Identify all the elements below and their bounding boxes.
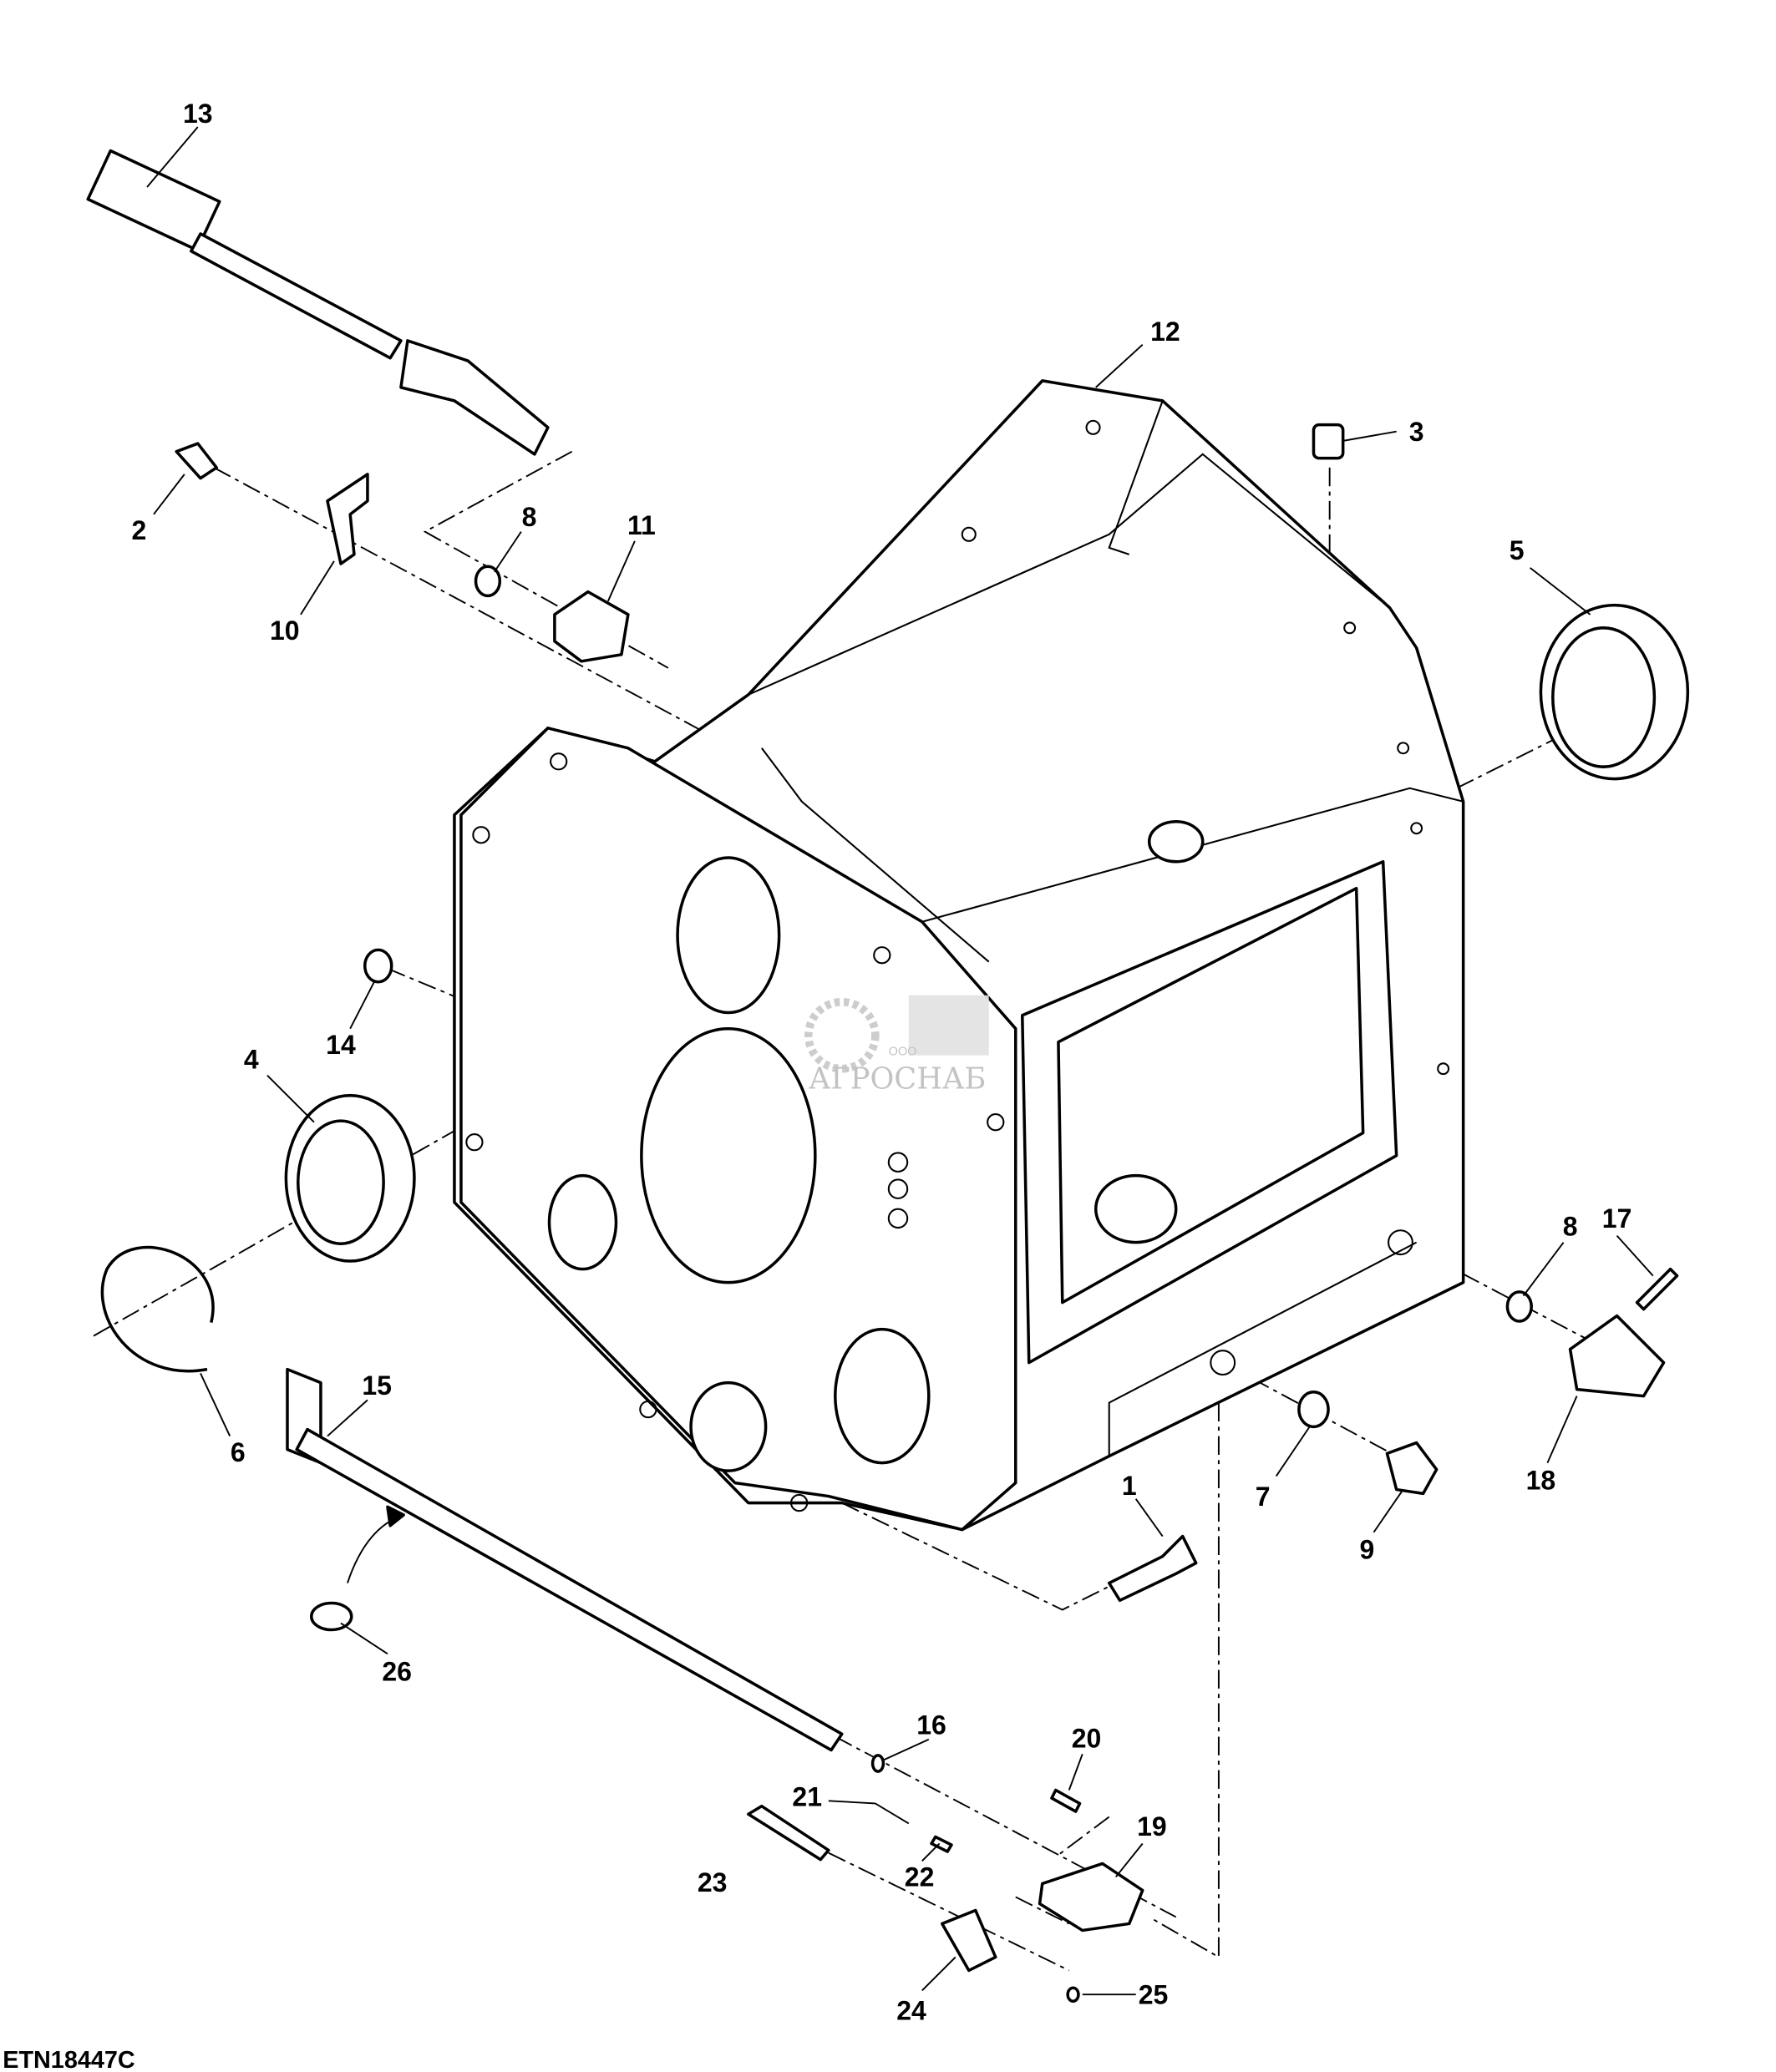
callout-14: 14: [326, 1030, 356, 1060]
part-3-plug: [1312, 423, 1345, 460]
callout-3: 3: [1409, 417, 1424, 447]
callout-23: 23: [698, 1867, 728, 1897]
leader-lines: [146, 126, 1654, 1996]
callout-19: 19: [1137, 1811, 1167, 1841]
part-16-ring: [870, 1754, 885, 1773]
callout-labels: 13 12 3 2 8 11 10 5 14 4 8 17 6 15 1 7 9…: [132, 99, 1632, 2025]
part-8-o-ring: [474, 565, 1533, 1429]
part-14-plug: [363, 948, 393, 984]
part-9-plug: [1385, 1441, 1439, 1496]
callout-22: 22: [905, 1862, 935, 1892]
part-1-bolt: [1107, 1534, 1198, 1603]
part-25-ring: [1066, 1986, 1080, 2003]
bolt-holes: [465, 419, 1450, 1512]
callout-8: 8: [522, 502, 537, 532]
watermark-prefix: ООО: [889, 1046, 917, 1059]
part-26-spring: [310, 1505, 405, 1632]
callout-11: 11: [627, 510, 656, 540]
part-11-guide: [553, 590, 630, 663]
callout-2: 2: [132, 515, 147, 545]
watermark-name: АГРОСНАБ: [809, 1062, 987, 1097]
part-19-lever: [1038, 1862, 1144, 1933]
callout-12: 12: [1150, 317, 1180, 347]
callout-26: 26: [382, 1656, 412, 1686]
callout-5: 5: [1510, 535, 1525, 565]
callout-20: 20: [1072, 1723, 1102, 1753]
callout-6: 6: [231, 1437, 246, 1467]
part-24-fork: [941, 1908, 997, 1973]
part-10-bracket: [326, 473, 369, 565]
callout-7: 7: [1256, 1482, 1271, 1512]
callout-21: 21: [792, 1782, 822, 1812]
callout-4: 4: [244, 1045, 259, 1075]
callout-24: 24: [896, 1996, 926, 2026]
part-18-lever: [1568, 1314, 1666, 1398]
transmission-housing: [453, 379, 1465, 1532]
figure-id: ETN18447C: [3, 2047, 134, 2072]
callout-18: 18: [1526, 1466, 1556, 1496]
watermark-logo: ООО АГРОСНАБ: [804, 995, 989, 1097]
part-13-sensor-harness: [86, 149, 550, 456]
part-21-22-pins: [875, 1802, 953, 1853]
part-17-pin: [1635, 1267, 1679, 1311]
part-6-snap-ring: [100, 1245, 215, 1373]
part-4-seal: [284, 1093, 416, 1263]
callout-10: 10: [270, 616, 300, 646]
part-2-bolt: [175, 442, 218, 480]
part-5-seal: [1539, 603, 1690, 781]
callout-9: 9: [1360, 1535, 1375, 1565]
callout-15: 15: [362, 1370, 392, 1401]
part-20-pin: [1050, 1788, 1082, 1813]
part-23-bolt: [747, 1804, 830, 1862]
callout-13: 13: [183, 99, 213, 129]
callout-16: 16: [916, 1710, 946, 1740]
part-15-shaft: [286, 1367, 844, 1752]
callout-17: 17: [1602, 1203, 1632, 1234]
callout-25: 25: [1139, 1979, 1169, 2009]
callout-8: 8: [1563, 1212, 1578, 1242]
callout-1: 1: [1122, 1471, 1137, 1501]
